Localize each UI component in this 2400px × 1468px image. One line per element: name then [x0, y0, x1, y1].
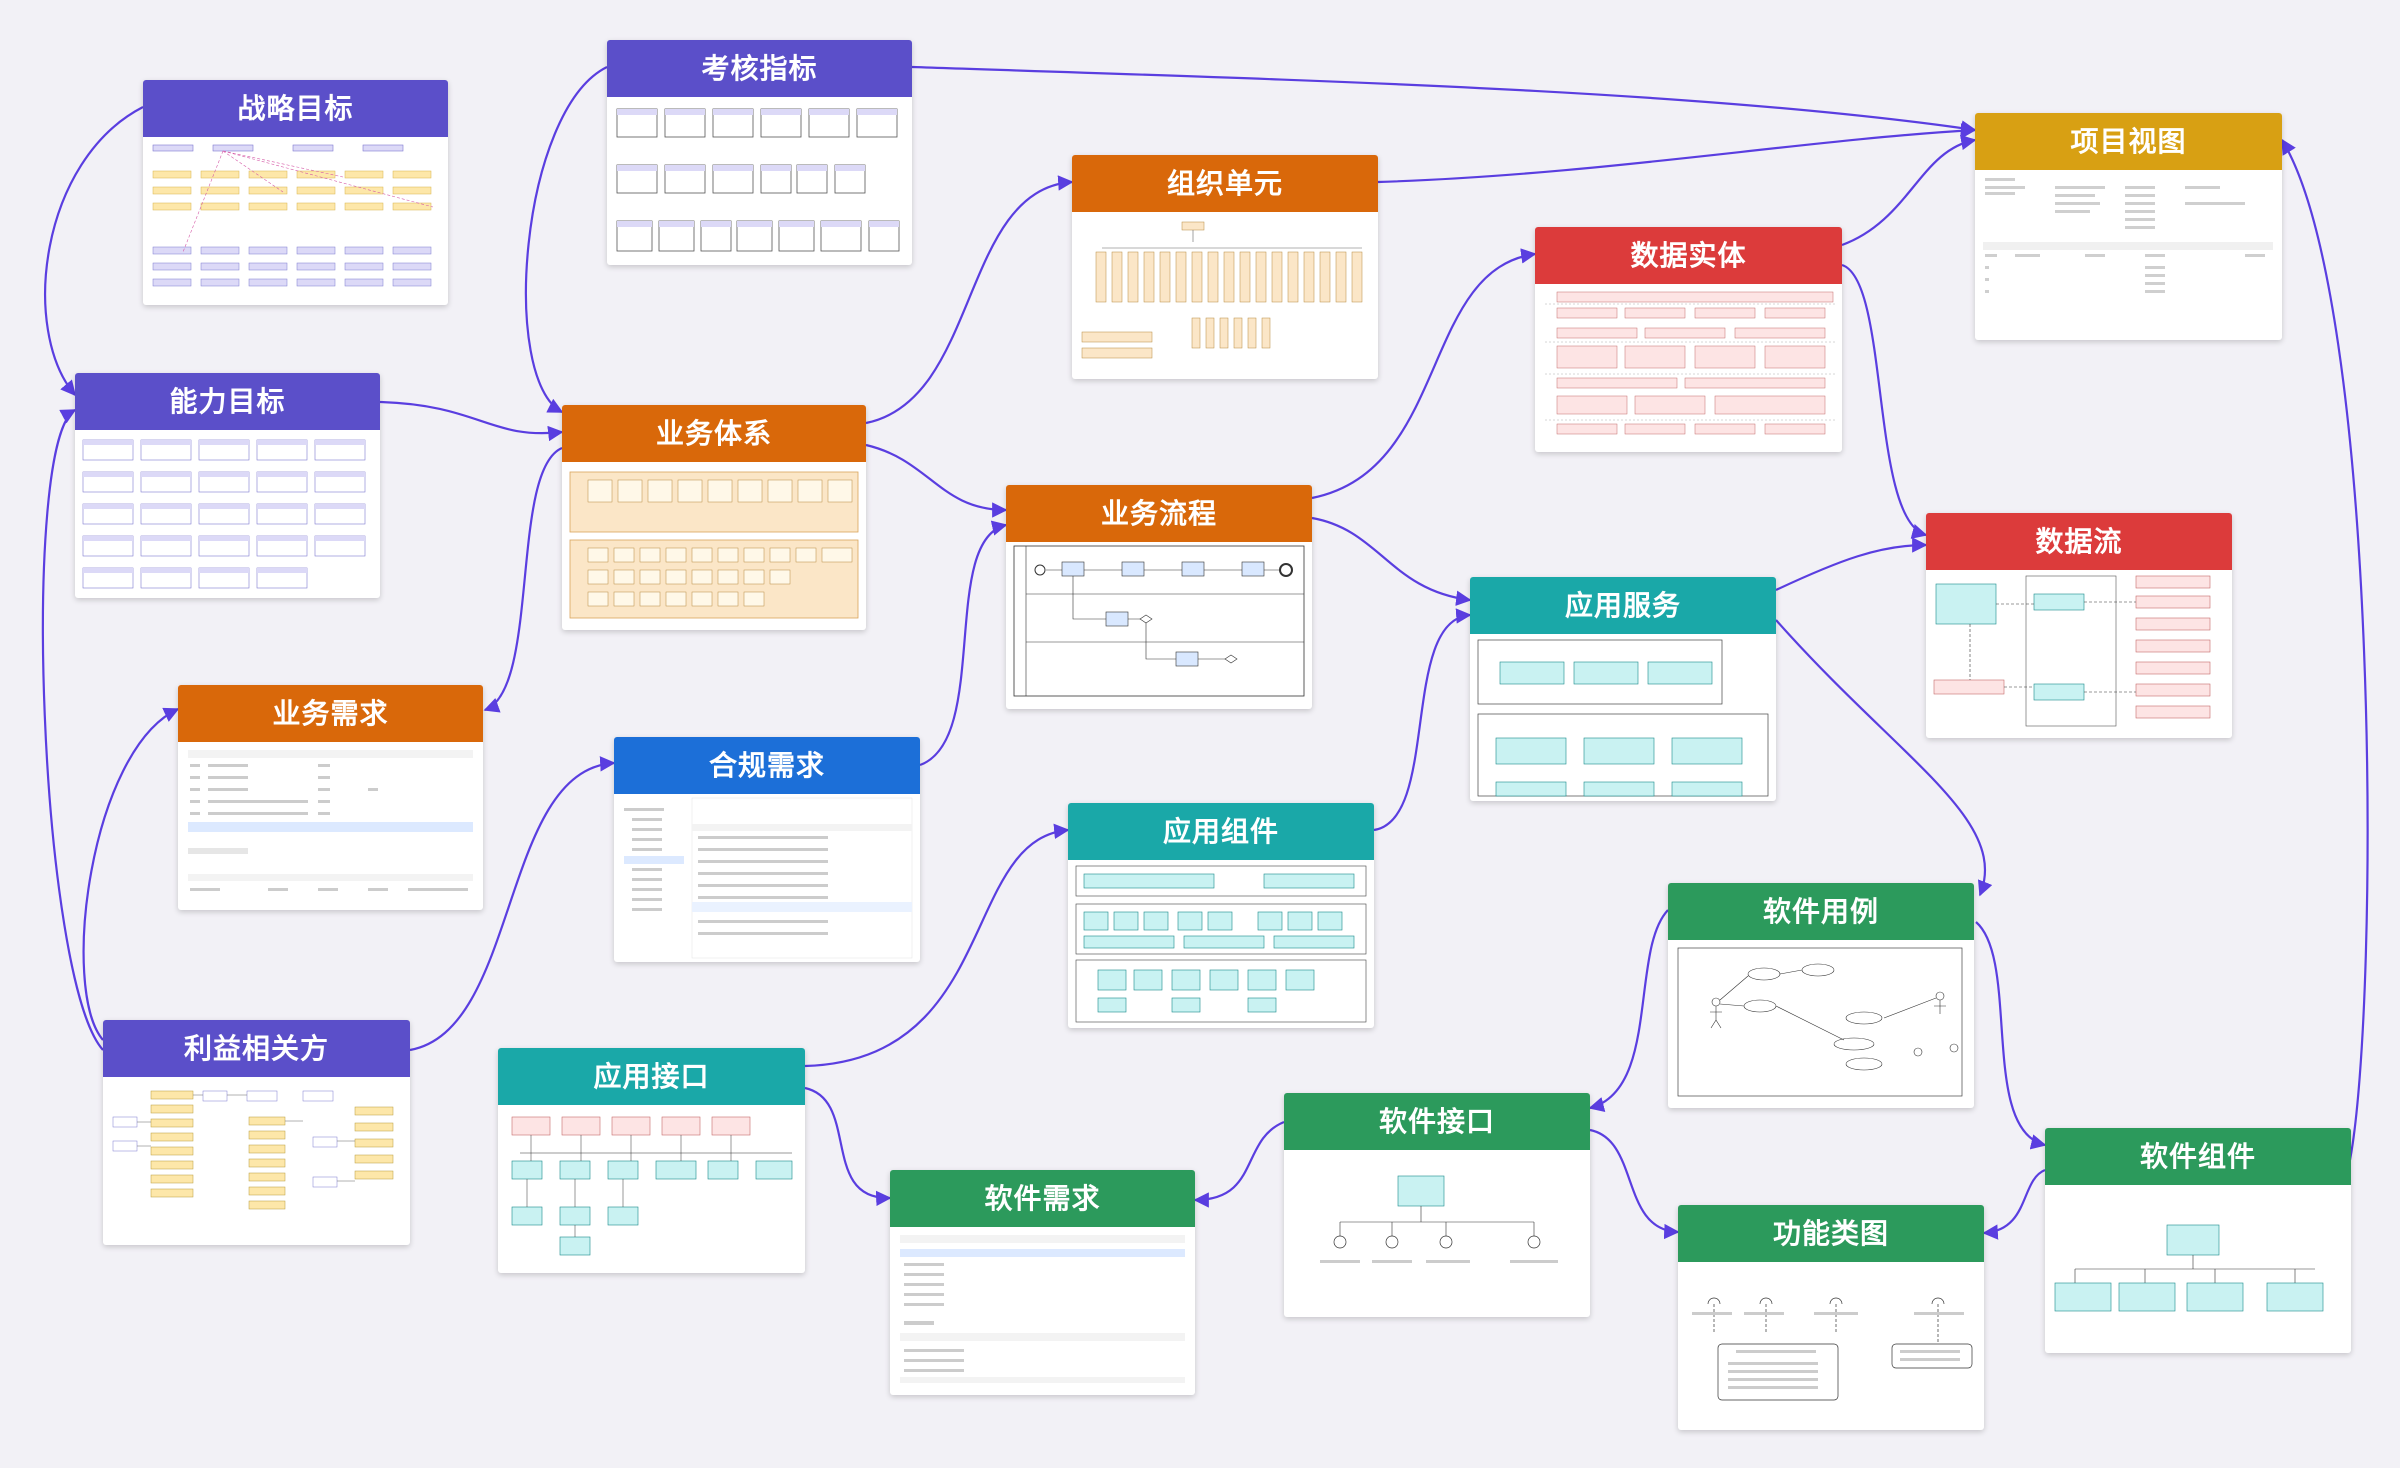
- link-nengli-yewutixi: [379, 400, 564, 442]
- link-ruanjianyongli-ruanjianjiekou: [1588, 909, 1669, 1112]
- link-yingyongfuwu-ruanjianyongli: [1775, 619, 1993, 897]
- node-thumbnail: [614, 794, 920, 962]
- node-thumbnail: [1284, 1150, 1590, 1317]
- node-ruanjianxuqiu[interactable]: 软件需求: [890, 1170, 1195, 1395]
- node-thumbnail: [1072, 212, 1378, 379]
- link-zuzhi-xiangmu: [1377, 123, 1977, 184]
- node-title: 软件需求: [890, 1170, 1195, 1227]
- node-title: 项目视图: [1975, 113, 2282, 170]
- node-thumbnail: [562, 462, 866, 630]
- node-thumbnail: [1668, 940, 1974, 1108]
- node-nengli[interactable]: 能力目标: [75, 373, 380, 598]
- node-ruanjianjiekou[interactable]: 软件接口: [1284, 1093, 1590, 1317]
- node-kaohe[interactable]: 考核指标: [607, 40, 912, 265]
- node-thumbnail: [75, 430, 380, 598]
- node-title: 利益相关方: [103, 1020, 410, 1077]
- node-title: 数据实体: [1535, 227, 1842, 284]
- link-liyi-yewuxuqiu: [82, 707, 180, 1041]
- node-title: 软件接口: [1284, 1093, 1590, 1150]
- node-yingyongzujian[interactable]: 应用组件: [1068, 803, 1374, 1028]
- node-yingyongjiekou[interactable]: 应用接口: [498, 1048, 805, 1273]
- node-title: 软件组件: [2045, 1128, 2351, 1185]
- link-kaohe-yewutixi: [524, 66, 608, 413]
- node-thumbnail: [178, 742, 483, 910]
- node-shujuliu[interactable]: 数据流: [1926, 513, 2232, 738]
- node-thumbnail: [1678, 1262, 1984, 1430]
- link-shujushiti-xiangmu: [1841, 134, 1977, 247]
- node-thumbnail: [143, 137, 448, 305]
- node-title: 软件用例: [1668, 883, 1974, 940]
- node-title: 业务需求: [178, 685, 483, 742]
- node-title: 数据流: [1926, 513, 2232, 570]
- node-title: 应用服务: [1470, 577, 1776, 634]
- node-thumbnail: [1470, 634, 1776, 801]
- link-zujian-yingyongfuwu: [1373, 608, 1472, 832]
- node-yewutixi[interactable]: 业务体系: [562, 405, 866, 630]
- node-title: 考核指标: [607, 40, 912, 97]
- node-gongneng[interactable]: 功能类图: [1678, 1205, 1984, 1430]
- node-title: 能力目标: [75, 373, 380, 430]
- link-zhanlue-nengli: [44, 106, 144, 397]
- node-title: 功能类图: [1678, 1205, 1984, 1262]
- node-title: 战略目标: [143, 80, 448, 137]
- node-thumbnail: [607, 97, 912, 265]
- link-ruanjianzujian-gongneng: [1982, 1168, 2046, 1240]
- node-zhanlue[interactable]: 战略目标: [143, 80, 448, 305]
- node-thumbnail: [1975, 170, 2282, 340]
- node-ruanjianzujian[interactable]: 软件组件: [2045, 1128, 2351, 1353]
- node-title: 业务体系: [562, 405, 866, 462]
- link-ruanjianzujian-xiangmu: [2281, 138, 2369, 1161]
- link-yewutixi-liucheng: [865, 443, 1008, 518]
- node-title: 应用接口: [498, 1048, 805, 1105]
- node-title: 应用组件: [1068, 803, 1374, 860]
- node-zuzhi[interactable]: 组织单元: [1072, 155, 1378, 379]
- link-kaohe-xiangmu: [911, 65, 1977, 136]
- link-yewutixi-yewuxuqiu: [483, 446, 563, 713]
- node-thumbnail: [103, 1077, 410, 1245]
- link-ruanjianyongli-ruanjianzujian: [1975, 921, 2047, 1150]
- link-yingyongjiekou-ruanjianxuqiu: [804, 1086, 892, 1207]
- link-liyi-nengli: [41, 409, 104, 1051]
- node-liyi[interactable]: 利益相关方: [103, 1020, 410, 1245]
- node-title: 组织单元: [1072, 155, 1378, 212]
- link-yingyongfuwu-shujuliu: [1775, 537, 1928, 591]
- node-title: 合规需求: [614, 737, 920, 794]
- link-ruanjianjiekou-ruanjianxuqiu: [1193, 1120, 1285, 1208]
- link-liyi-hegui: [409, 756, 616, 1052]
- node-thumbnail: [498, 1105, 805, 1273]
- node-hegui[interactable]: 合规需求: [614, 737, 920, 962]
- link-hegui-liucheng: [919, 520, 1008, 767]
- node-yewuliucheng[interactable]: 业务流程: [1006, 485, 1312, 709]
- node-thumbnail: [1068, 860, 1374, 1028]
- link-liucheng-yingyongfuwu: [1311, 516, 1472, 606]
- node-shujushiti[interactable]: 数据实体: [1535, 227, 1842, 452]
- node-thumbnail: [1006, 542, 1312, 709]
- node-thumbnail: [1926, 570, 2232, 738]
- link-ruanjianjiekou-gongneng: [1589, 1128, 1680, 1240]
- node-xiangmu[interactable]: 项目视图: [1975, 113, 2282, 340]
- node-yewuxuqiu[interactable]: 业务需求: [178, 685, 483, 910]
- node-thumbnail: [2045, 1185, 2351, 1353]
- node-title: 业务流程: [1006, 485, 1312, 542]
- link-yewutixi-zuzhi: [865, 175, 1074, 425]
- link-yingyongjiekou-zujian: [804, 823, 1070, 1068]
- link-liucheng-shujushiti: [1311, 248, 1537, 500]
- node-thumbnail: [1535, 284, 1842, 452]
- node-ruanjianyongli[interactable]: 软件用例: [1668, 883, 1974, 1108]
- node-yingyongfuwu[interactable]: 应用服务: [1470, 577, 1776, 801]
- link-shujushiti-shujuliu: [1841, 263, 1928, 539]
- node-thumbnail: [890, 1227, 1195, 1395]
